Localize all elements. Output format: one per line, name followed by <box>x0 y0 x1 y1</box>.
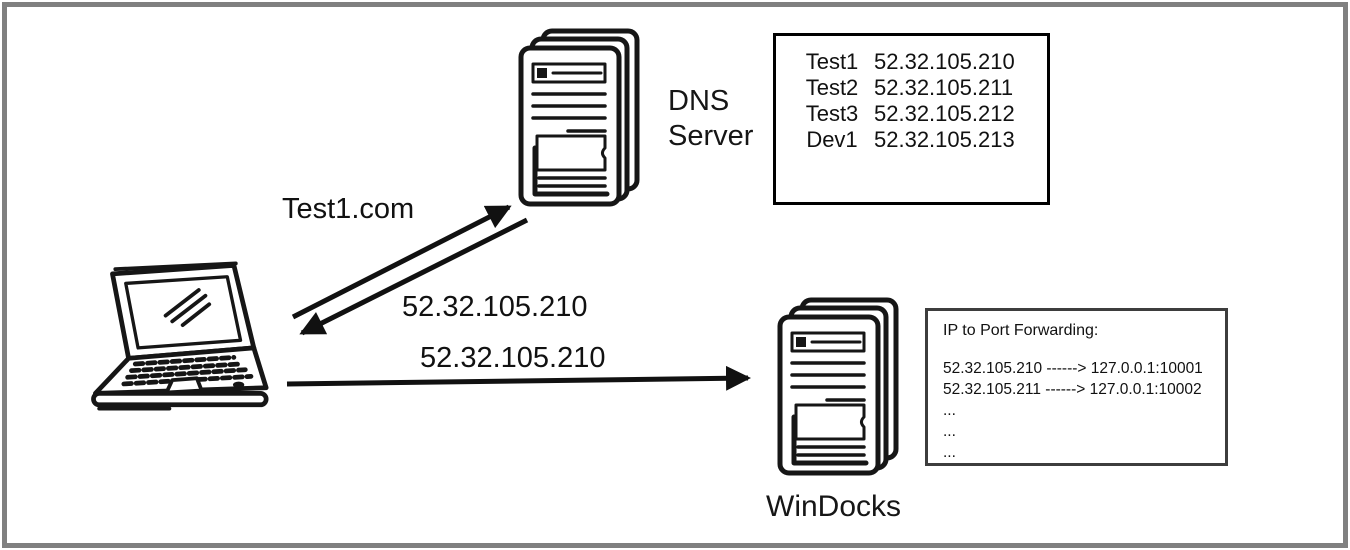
port-forwarding-rows: 52.32.105.210 ------> 127.0.0.1:10001 52… <box>943 358 1225 463</box>
dns-record-ip: 52.32.105.213 <box>874 127 1015 152</box>
dns-server-label-line2: Server <box>668 120 754 152</box>
dns-record-ip: 52.32.105.211 <box>874 75 1014 100</box>
dns-request-arrow <box>291 204 512 320</box>
windocks-request-label: 52.32.105.210 <box>420 342 606 374</box>
dns-record-row: Test3 52.32.105.212 <box>796 101 1047 127</box>
dns-records-box: Test1 52.32.105.210 Test2 52.32.105.211 Te… <box>773 33 1050 205</box>
dns-record-row: Test2 52.32.105.211 <box>796 75 1047 101</box>
port-forwarding-row: ... <box>943 444 956 461</box>
dns-server-label-line1: DNS <box>668 85 730 117</box>
port-forwarding-title: IP to Port Forwarding: <box>943 322 1099 339</box>
dns-request-label: Test1.com <box>282 193 415 225</box>
dns-server-icon <box>513 28 643 210</box>
port-forwarding-row: 52.32.105.210 ------> 127.0.0.1:10001 <box>943 360 1203 377</box>
dns-record-name: Test1 <box>805 49 859 74</box>
windocks-request-arrow <box>286 365 751 391</box>
windocks-server-icon <box>772 293 902 483</box>
port-forwarding-row: ... <box>943 402 956 419</box>
windocks-label: WinDocks <box>766 490 902 523</box>
dns-record-name: Test2 <box>805 75 859 100</box>
dns-server-label: DNS Server <box>668 84 753 154</box>
dns-record-name: Test3 <box>805 101 859 126</box>
port-forwarding-row: 52.32.105.211 ------> 127.0.0.1:10002 <box>943 381 1202 398</box>
dns-record-ip: 52.32.105.212 <box>874 101 1015 126</box>
dns-response-arrow <box>299 217 529 336</box>
dns-response-label: 52.32.105.210 <box>402 291 588 323</box>
port-forwarding-row: ... <box>943 423 956 440</box>
dns-record-row: Dev1 52.32.105.213 <box>796 127 1047 153</box>
laptop-icon <box>84 258 269 415</box>
dns-record-row: Test1 52.32.105.210 <box>796 49 1047 75</box>
dns-record-ip: 52.32.105.210 <box>874 49 1015 74</box>
port-forwarding-box: IP to Port Forwarding: 52.32.105.210 ---… <box>925 308 1228 466</box>
dns-record-name: Dev1 <box>806 127 858 152</box>
